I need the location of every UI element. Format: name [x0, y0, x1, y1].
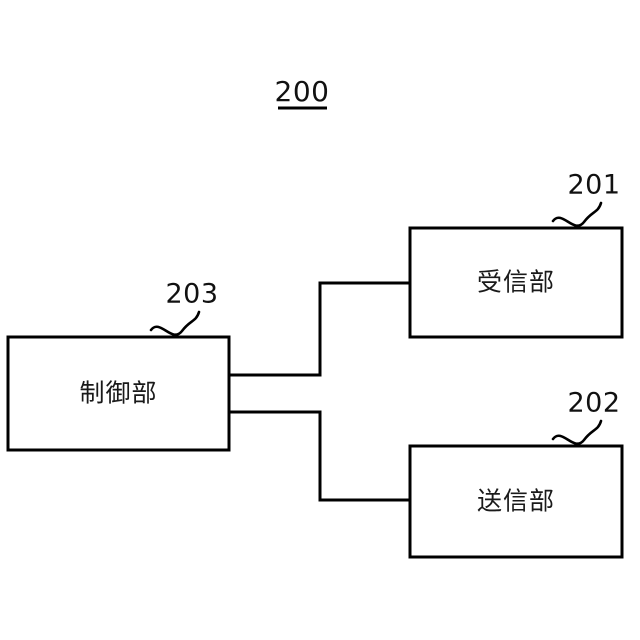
leader-squiggle-icon-203 — [149, 310, 201, 336]
control-unit-label: 制御部 — [79, 379, 157, 408]
block-control-unit[interactable]: 制御部 — [6, 335, 231, 452]
control-unit-box[interactable] — [6, 335, 231, 452]
reference-number-202: 202 — [567, 388, 620, 419]
connector-control-to-receiver — [229, 281, 410, 377]
reference-leader-201: 201 — [551, 170, 620, 227]
transmitter-unit-label: 送信部 — [477, 487, 555, 516]
leader-squiggle-icon-202 — [551, 419, 603, 445]
block-receiver-unit[interactable]: 受信部 — [408, 226, 624, 339]
reference-number-201: 201 — [567, 170, 620, 201]
block-transmitter-unit[interactable]: 送信部 — [408, 444, 624, 559]
reference-number-203: 203 — [165, 279, 218, 310]
reference-leader-203: 203 — [149, 279, 218, 336]
figure-number-group: 200 — [275, 75, 330, 110]
connector-control-to-transmitter — [229, 410, 410, 502]
figure-number-label: 200 — [275, 75, 330, 108]
reference-leader-202: 202 — [551, 388, 620, 445]
transmitter-unit-box[interactable] — [408, 444, 624, 559]
leader-squiggle-icon-201 — [551, 201, 603, 227]
receiver-unit-box[interactable] — [408, 226, 624, 339]
receiver-unit-label: 受信部 — [477, 268, 555, 297]
